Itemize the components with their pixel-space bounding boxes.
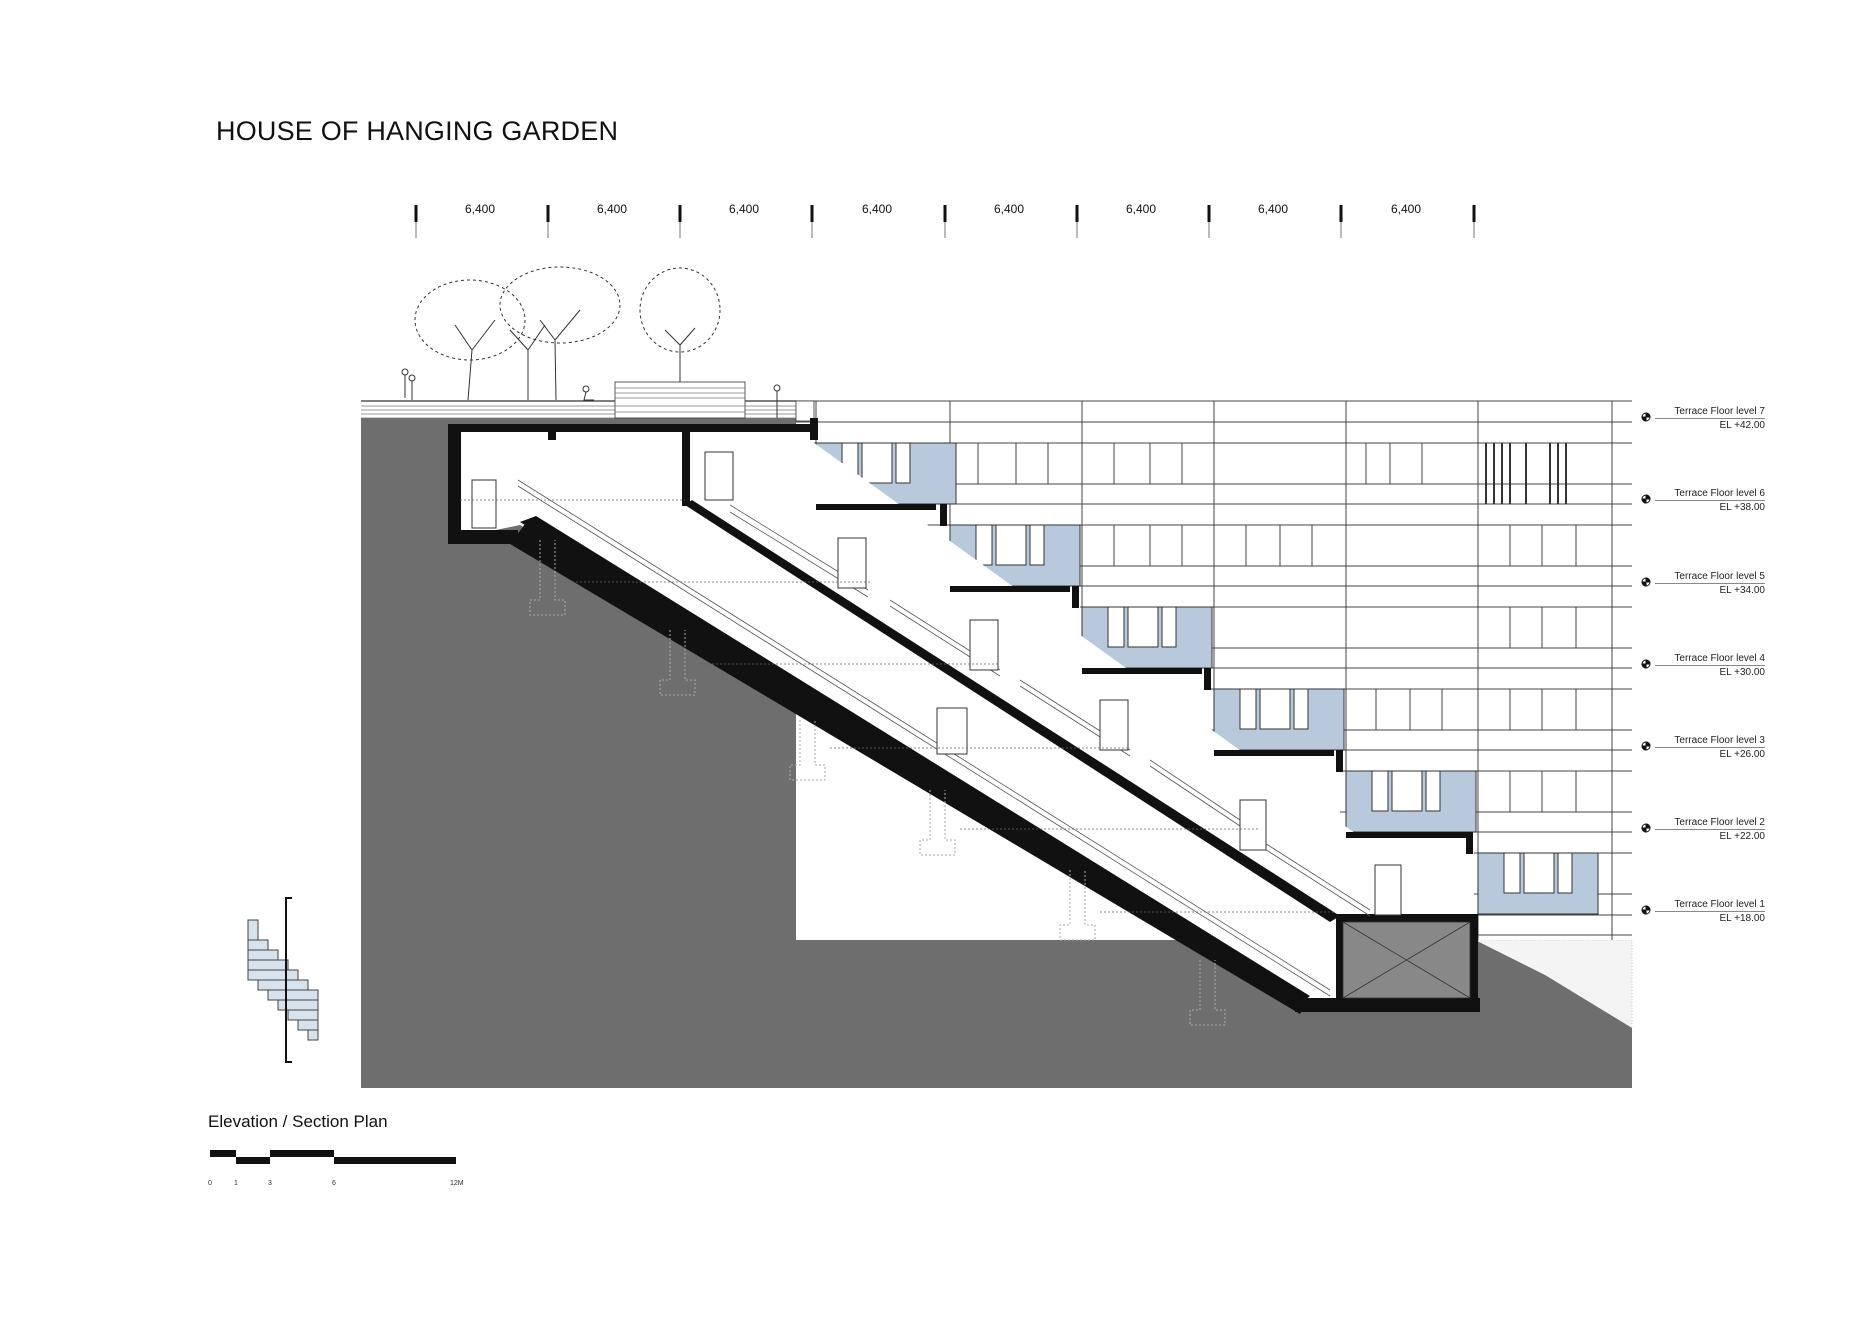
tree-icon — [414, 266, 721, 401]
level-name: Terrace Floor level 1 — [1655, 898, 1765, 912]
door-frame — [471, 451, 1402, 916]
level-lines — [460, 499, 1335, 913]
dimension-label: 6,400 — [464, 202, 496, 216]
glass-openings — [841, 442, 1573, 894]
dimension-label: 6,400 — [993, 202, 1025, 216]
dimension-label: 6,400 — [728, 202, 760, 216]
level-elevation: EL +34.00 — [1719, 585, 1765, 596]
scale-label: 6 — [332, 1180, 336, 1187]
dimension-label: 6,400 — [1125, 202, 1157, 216]
keyplan-diagram — [247, 919, 319, 1041]
scale-label: 3 — [268, 1180, 272, 1187]
level-label-5: Terrace Floor level 5 EL +34.00 — [1655, 570, 1765, 597]
scale-label: 1 — [234, 1180, 238, 1187]
level-elevation: EL +38.00 — [1719, 502, 1765, 513]
level-name: Terrace Floor level 5 — [1655, 570, 1765, 584]
dimension-label: 6,400 — [1257, 202, 1289, 216]
level-name: Terrace Floor level 7 — [1655, 405, 1765, 419]
level-label-7: Terrace Floor level 7 EL +42.00 — [1655, 405, 1765, 432]
rooftop-deck — [361, 381, 815, 422]
dimension-label: 6,400 — [861, 202, 893, 216]
scale-label: 0 — [208, 1180, 212, 1187]
level-label-4: Terrace Floor level 4 EL +30.00 — [1655, 652, 1765, 679]
structure-walls — [448, 418, 1480, 1014]
level-name: Terrace Floor level 3 — [1655, 734, 1765, 748]
level-label-2: Terrace Floor level 2 EL +22.00 — [1655, 816, 1765, 843]
level-label-1: Terrace Floor level 1 EL +18.00 — [1655, 898, 1765, 925]
level-marker-icon — [1641, 412, 1651, 915]
level-elevation: EL +42.00 — [1719, 420, 1765, 431]
level-elevation: EL +18.00 — [1719, 913, 1765, 924]
section-cut-marker — [285, 897, 292, 1063]
basement-void — [1342, 921, 1471, 999]
scale-bar — [210, 1150, 456, 1164]
level-elevation: EL +30.00 — [1719, 667, 1765, 678]
level-name: Terrace Floor level 4 — [1655, 652, 1765, 666]
level-elevation: EL +26.00 — [1719, 749, 1765, 760]
footing — [529, 540, 1226, 1026]
level-name: Terrace Floor level 2 — [1655, 816, 1765, 830]
stair-railing — [517, 479, 1371, 997]
scale-label: 12M — [450, 1180, 464, 1187]
dimension-label: 6,400 — [596, 202, 628, 216]
level-label-3: Terrace Floor level 3 EL +26.00 — [1655, 734, 1765, 761]
slatted-window — [1485, 443, 1567, 504]
person-icon — [401, 368, 781, 418]
level-elevation: EL +22.00 — [1719, 831, 1765, 842]
dimension-ticks — [414, 205, 1476, 238]
gravel-fill — [1474, 939, 1633, 1029]
level-label-6: Terrace Floor level 6 EL +38.00 — [1655, 487, 1765, 514]
drawing-subtitle: Elevation / Section Plan — [208, 1112, 388, 1131]
dimension-label: 6,400 — [1390, 202, 1422, 216]
level-name: Terrace Floor level 6 — [1655, 487, 1765, 501]
drawing-title: HOUSE OF HANGING GARDEN — [216, 116, 619, 146]
